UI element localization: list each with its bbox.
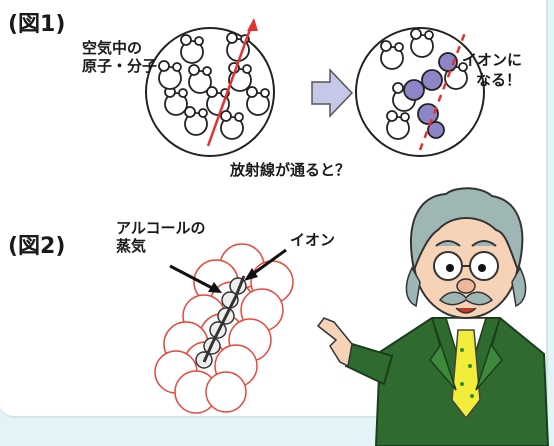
ion-particle — [438, 52, 458, 72]
ions-label-line2: なる！ — [476, 71, 522, 89]
air-molecules-circle — [145, 18, 275, 157]
next-arrow-icon — [311, 68, 354, 118]
molecules-label-line1: 空気中の — [82, 39, 143, 57]
molecules-label-line2: 原子・分子 — [82, 57, 158, 75]
figure2-title: (図2) — [8, 234, 66, 259]
ions-label-line1: イオンに — [462, 51, 523, 69]
ion-particle — [403, 79, 425, 101]
figure1-caption: 放射線が通ると？ — [230, 161, 351, 179]
alcohol-vapor-trail — [154, 243, 294, 414]
ionized-molecules-circle — [355, 27, 485, 157]
ion-particle — [421, 69, 443, 91]
professor-character — [316, 187, 550, 446]
radiation-ray-dashed — [418, 29, 468, 151]
figure1-title: (図1) — [8, 12, 66, 37]
vapor-label-line2: 蒸気 — [116, 237, 147, 255]
ion-particle — [427, 121, 445, 139]
vapor-label-line1: アルコールの — [116, 219, 206, 237]
ion-label: イオン — [290, 231, 336, 249]
vapor-pointer-arrow — [169, 264, 222, 293]
ion-pointer-arrow — [244, 248, 287, 281]
ion-particle — [417, 103, 439, 125]
radiation-ray — [206, 23, 254, 147]
